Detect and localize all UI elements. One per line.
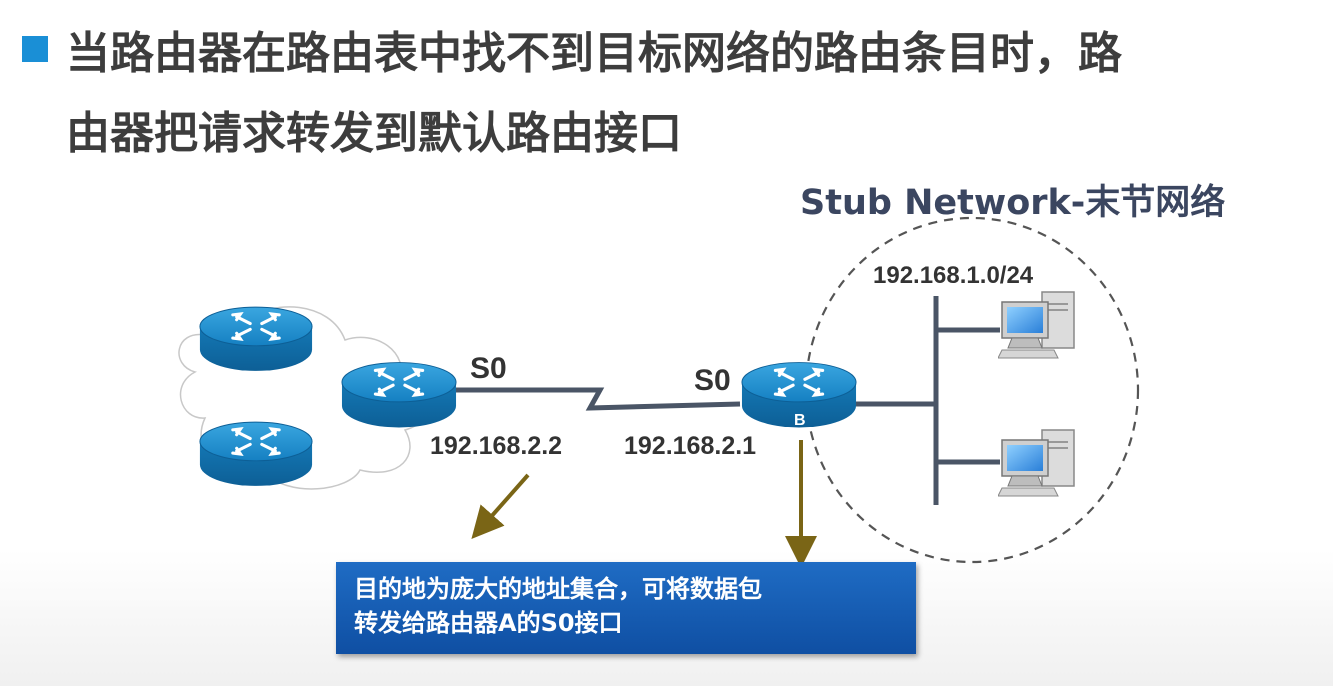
stub-network-label: Stub Network-末节网络 (800, 183, 1226, 223)
callout-box: 目的地为庞大的地址集合，可将数据包 转发给路由器A的S0接口 (336, 562, 916, 654)
pc-2-icon (998, 429, 1075, 497)
router-a-interface-label: S0 (470, 352, 507, 385)
router-b-name-label: B (794, 412, 806, 429)
slide-title: 当路由器在路由表中找不到目标网络的路由条目时，路 由器把请求转发到默认路由接口 (66, 14, 1333, 174)
title-line-1: 当路由器在路由表中找不到目标网络的路由条目时，路 (66, 28, 1122, 79)
router-b-ip-label: 192.168.2.1 (624, 432, 757, 460)
router-a-ip-label: 192.168.2.2 (430, 432, 563, 460)
router-a-icon (340, 360, 458, 430)
cloud-router-2-icon (198, 420, 314, 488)
pc-1-icon (998, 291, 1075, 359)
callout-line-2: 转发给路由器A的S0接口 (354, 609, 623, 637)
router-b-interface-label: S0 (694, 364, 731, 397)
cloud-router-1-icon (198, 305, 314, 373)
bullet-square (22, 36, 48, 62)
arrow-to-callout-left (471, 473, 530, 539)
title-line-2: 由器把请求转发到默认路由接口 (66, 108, 682, 159)
stub-subnet-label: 192.168.1.0/24 (873, 262, 1034, 289)
serial-link (455, 387, 741, 411)
callout-line-1: 目的地为庞大的地址集合，可将数据包 (354, 575, 762, 603)
